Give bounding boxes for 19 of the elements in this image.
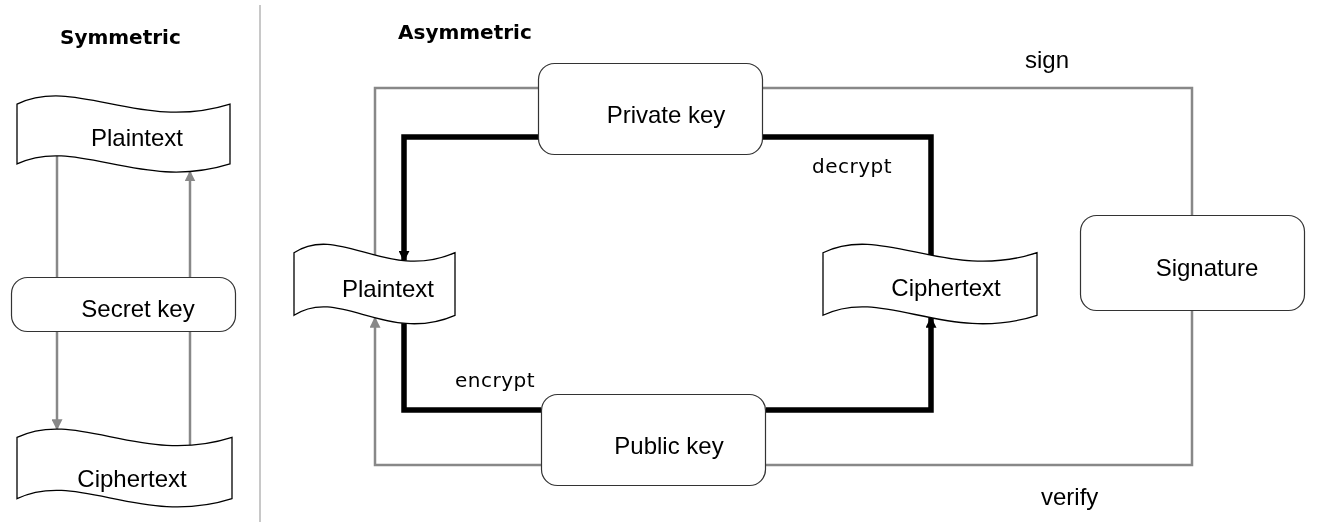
node-label: Public key (614, 432, 724, 460)
node-label: Secret key (81, 295, 195, 323)
section-heading: Asymmetric (398, 20, 532, 44)
edge-label: decrypt (812, 154, 893, 178)
connector-arrow (369, 316, 541, 467)
node-label: Plaintext (90, 124, 184, 152)
node-label: Plaintext (341, 275, 435, 303)
edge-label: encrypt (455, 368, 536, 392)
node-label: Ciphertext (891, 274, 1001, 302)
connector-arrow (766, 316, 937, 413)
node-label: Signature (1155, 254, 1259, 282)
section-heading: Symmetric (60, 25, 181, 49)
connector-arrow (398, 134, 538, 262)
connector-arrow (51, 332, 63, 431)
connector-arrow (184, 170, 196, 277)
node-label: Private key (606, 101, 726, 129)
edge-label: sign (1025, 46, 1070, 74)
edge-label: verify (1041, 483, 1099, 511)
node-label: Ciphertext (77, 465, 187, 493)
